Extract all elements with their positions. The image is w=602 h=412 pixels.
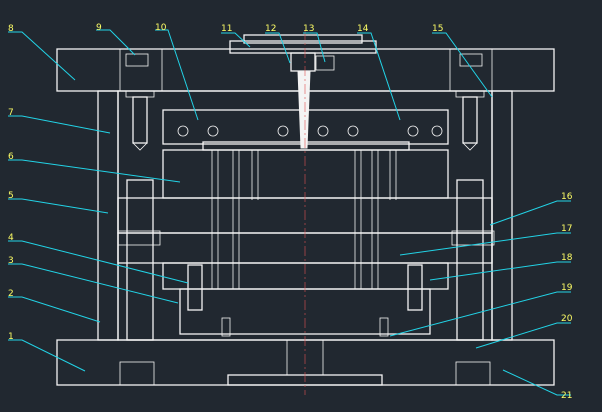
label-10: 10 — [155, 23, 167, 33]
label-4: 4 — [8, 233, 14, 243]
label-6: 6 — [8, 152, 14, 162]
label-1: 1 — [8, 332, 14, 342]
label-16: 16 — [561, 192, 573, 202]
leaders-right — [221, 32, 571, 396]
label-13: 13 — [303, 24, 314, 34]
label-15: 15 — [432, 24, 443, 34]
sprue-bushing — [290, 52, 335, 149]
label-19: 19 — [561, 283, 573, 293]
label-18: 18 — [561, 253, 573, 263]
label-2: 2 — [8, 289, 14, 299]
ejector-plates — [162, 262, 449, 337]
label-14: 14 — [357, 24, 369, 34]
label-11: 11 — [221, 24, 232, 34]
label-12: 12 — [265, 24, 276, 34]
label-7: 7 — [8, 108, 14, 118]
part-labels: 8 9 10 11 12 13 14 15 7 6 5 4 3 2 1 16 1… — [8, 23, 573, 401]
fixed-mold-plate — [162, 149, 449, 199]
label-20: 20 — [561, 314, 573, 324]
label-21: 21 — [561, 391, 572, 401]
label-8: 8 — [8, 24, 14, 34]
ejector-pins — [211, 150, 397, 289]
label-9: 9 — [96, 23, 102, 33]
leaders-left — [8, 29, 199, 372]
label-3: 3 — [8, 256, 14, 266]
label-17: 17 — [561, 224, 572, 234]
label-5: 5 — [8, 191, 14, 201]
